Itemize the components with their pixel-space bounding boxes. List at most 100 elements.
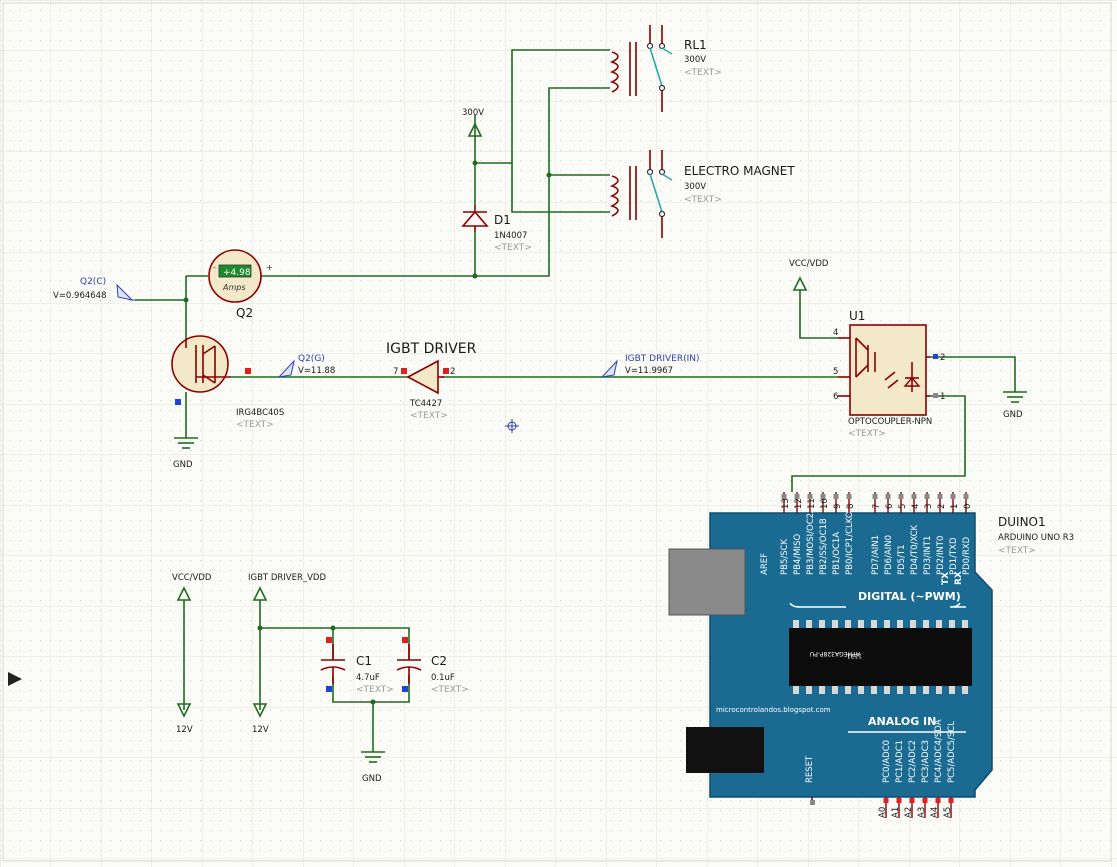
- rl1-name: RL1: [684, 38, 707, 52]
- relay-electro-magnet[interactable]: ELECTRO MAGNET 300V <TEXT>: [609, 150, 795, 238]
- d1-value: 1N4007: [494, 231, 527, 241]
- c1-name: C1: [356, 654, 372, 668]
- arduino-rx: RX: [954, 571, 964, 585]
- arduino-analog-label: PC2/ADC2: [908, 740, 918, 783]
- arduino-analog-label: PC3/ADC3: [921, 740, 931, 783]
- arduino-digital-label: PD2/INT0: [936, 536, 946, 575]
- ground-caps[interactable]: GND: [361, 751, 385, 784]
- junctions: [183, 160, 552, 705]
- d1-name: D1: [494, 213, 511, 227]
- arduino-analog-label: PC5/ADC5/SCL: [947, 721, 957, 783]
- terminal-driver-vdd[interactable]: IGBT DRIVER_VDD: [248, 573, 326, 601]
- arduino-digital-pin-num: 5: [898, 504, 908, 509]
- arduino-reset-label: RESET: [805, 755, 815, 783]
- u1-name: U1: [849, 309, 865, 323]
- diode-d1[interactable]: D1 1N4007 <TEXT>: [461, 205, 532, 253]
- probe-q2g-value: V=11.88: [298, 366, 335, 376]
- u1-pin-1: 1: [940, 392, 945, 402]
- probe-q2g-name: Q2(G): [298, 354, 325, 364]
- terminal-12v-right-label: 12V: [252, 725, 269, 735]
- arduino-digital-pin-num: 13: [781, 498, 791, 509]
- terminal-vcc-top-label: VCC/VDD: [789, 259, 829, 269]
- arduino-digital-pin-num: 11: [807, 498, 817, 509]
- q2-value: IRG4BC40S: [236, 408, 284, 418]
- arduino-chip-label: ATMEGA328P-PU: [810, 650, 860, 657]
- arduino-digital-pin-num: 7: [872, 504, 882, 509]
- driver-pin-in: 2: [450, 367, 455, 377]
- terminal-driver-vdd-label: IGBT DRIVER_VDD: [248, 573, 326, 583]
- ground-q2-label: GND: [173, 460, 193, 470]
- probe-driver-in-value: V=11.9967: [625, 366, 673, 376]
- terminal-vcc-top[interactable]: VCC/VDD: [789, 259, 829, 291]
- arduino-analog-title: ANALOG IN: [868, 715, 936, 728]
- arduino-digital-pin-num: 0: [963, 504, 973, 509]
- arduino-analog-label: PC1/ADC1: [895, 740, 905, 783]
- igbt-q2[interactable]: Q2 IRG4BC40S <TEXT>: [171, 306, 284, 430]
- wires: [135, 49, 1016, 752]
- u1-value: OPTOCOUPLER-NPN: [848, 417, 932, 427]
- ammeter-unit: Amps: [222, 283, 246, 292]
- u1-pin-2: 2: [940, 353, 945, 363]
- magnet-value: 300V: [684, 182, 706, 192]
- rl1-value: 300V: [684, 55, 706, 65]
- ammeter-plus: +: [266, 263, 273, 272]
- arduino-digital-label: PD4/T0/XCK: [910, 524, 920, 575]
- terminal-12v-left[interactable]: 12V: [176, 703, 193, 735]
- probe-driver-in[interactable]: IGBT DRIVER(IN) V=11.9967: [600, 354, 700, 378]
- arduino-digital-label: AREF: [760, 553, 770, 575]
- arduino-digital-label: PB2/SS/OC1B: [819, 518, 829, 575]
- ammeter[interactable]: +4.98 Amps - +: [208, 249, 273, 303]
- driver-pin-out: 7: [393, 367, 398, 377]
- ground-u1[interactable]: GND: [1003, 391, 1027, 420]
- driver-text: <TEXT>: [410, 411, 448, 421]
- u1-pin-6: 6: [833, 392, 838, 402]
- igbt-driver[interactable]: 7 2 IGBT DRIVER TC4427 <TEXT>: [386, 341, 477, 421]
- terminal-12v-right[interactable]: 12V: [252, 703, 269, 735]
- capacitor-c2[interactable]: C2 0.1uF <TEXT>: [396, 637, 469, 695]
- capacitor-c1[interactable]: C1 4.7uF <TEXT>: [320, 637, 394, 695]
- c2-text: <TEXT>: [431, 685, 469, 695]
- arduino-digital-label: PB5/SCK: [780, 538, 790, 575]
- arduino-digital-title: DIGITAL (~PWM): [858, 590, 961, 603]
- arduino-digital-pin-num: 8: [846, 504, 856, 509]
- q2-name: Q2: [236, 306, 253, 320]
- arduino-digital-label: PD3/INT1: [923, 536, 933, 575]
- ground-caps-label: GND: [362, 774, 382, 784]
- arduino-digital-pin-num: 10: [820, 498, 830, 509]
- probe-q2g[interactable]: Q2(G) V=11.88: [277, 354, 335, 378]
- probe-driver-in-name: IGBT DRIVER(IN): [625, 354, 700, 364]
- duino-value: ARDUINO UNO R3: [998, 533, 1074, 543]
- arduino-analog-label: PC4/ADC4/SDA: [934, 719, 944, 783]
- arduino-analog-pin: A4: [930, 807, 940, 818]
- relay-rl1[interactable]: RL1 300V <TEXT>: [609, 25, 722, 112]
- probe-q2c[interactable]: Q2(C) V=0.964648: [53, 277, 135, 301]
- arduino-digital-label: PD6/AIN0: [884, 535, 894, 575]
- arduino-tx: TX: [941, 572, 951, 585]
- arduino-digital-label: PD0/RXD: [962, 536, 972, 575]
- terminal-300v[interactable]: 300V: [462, 108, 484, 137]
- terminal-vcc-bottom[interactable]: VCC/VDD: [172, 573, 212, 601]
- terminal-12v-left-label: 12V: [176, 725, 193, 735]
- arduino-analog-pin: A1: [891, 807, 901, 818]
- arduino-digital-pin-num: 6: [885, 504, 895, 509]
- q2-text: <TEXT>: [236, 420, 274, 430]
- rl1-text: <TEXT>: [684, 68, 722, 78]
- arduino-digital-label: PB1/OC1A: [832, 532, 842, 575]
- arduino-digital-label: PB0/ICP1/CLKO: [845, 511, 855, 575]
- arduino-digital-pin-num: 12: [794, 498, 804, 509]
- c2-value: 0.1uF: [431, 673, 455, 683]
- duino-text: <TEXT>: [998, 546, 1036, 556]
- ground-q2[interactable]: GND: [173, 437, 198, 470]
- optocoupler-u1[interactable]: 4 5 6 2 1 U1 OPTOCOUPLER-NPN <TEXT>: [833, 309, 945, 439]
- driver-name: IGBT DRIVER: [386, 341, 477, 357]
- u1-text: <TEXT>: [848, 429, 886, 439]
- terminal-300v-label: 300V: [462, 108, 484, 118]
- ground-u1-label: GND: [1003, 410, 1023, 420]
- arduino-analog-label: PC0/ADC0: [882, 740, 892, 783]
- arduino-uno[interactable]: ATMEGA328P-PU 1121 DIGITAL (~PWM) microc…: [668, 492, 1074, 818]
- arduino-digital-label: PD1/TXD: [949, 537, 959, 575]
